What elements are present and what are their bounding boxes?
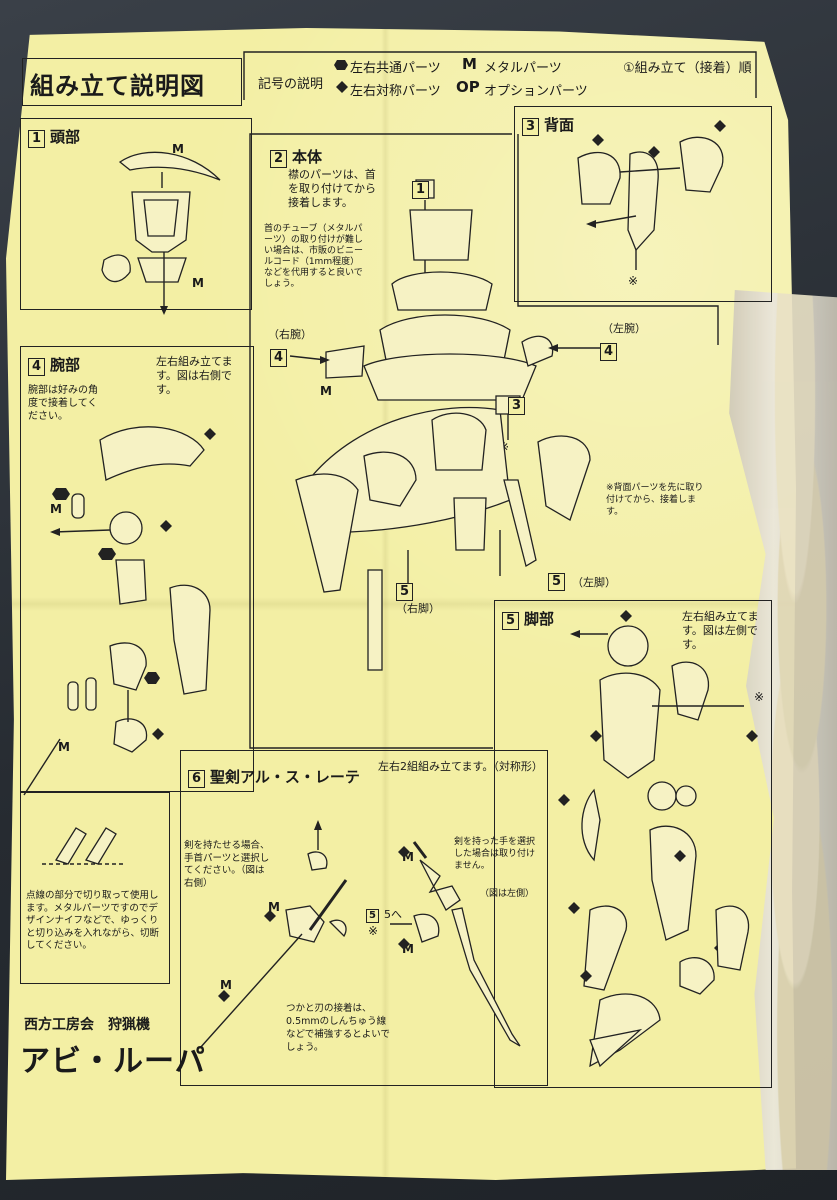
asterisk-mark: ※: [368, 924, 379, 938]
metal-mark: M: [268, 900, 280, 914]
sword-diagram: [199, 820, 521, 1049]
step-4-tag-left: 4: [600, 340, 622, 361]
product-name: アビ・ルーパ: [20, 1044, 206, 1079]
back-first-note: ※背面パーツを先に取り付けてから、接着します。: [606, 483, 704, 517]
section-arm-frame: [20, 346, 254, 792]
arm-both-note: 左右組み立てます。図は右側です。: [156, 355, 233, 396]
step-4-tag-right: 4: [270, 346, 292, 367]
legend-option: オプションパーツ: [484, 84, 588, 99]
arm-callout-line: [23, 738, 61, 796]
step-3-tag: 3: [508, 394, 530, 415]
leg-both-note: 左右組み立てます。図は左側です。: [682, 610, 759, 651]
back-diagram: [577, 120, 726, 270]
body-frame: [249, 133, 719, 749]
metal-mark: M: [58, 740, 70, 754]
legend-option-mark: OP: [456, 78, 480, 96]
metal-mark: M: [402, 850, 414, 864]
right-arm-label: （右腕）: [268, 328, 312, 341]
step-5-tag-right: 5: [396, 580, 418, 601]
sword-pairs-note: 左右2組組み立てます。（対称形）: [378, 760, 543, 773]
metal-mark: M: [220, 978, 232, 992]
metal-mark: M: [402, 942, 414, 956]
legend-metal: メタルパーツ: [484, 61, 562, 76]
arm-angle-note: 腕部は好みの角度で接着してください。: [28, 385, 98, 422]
asterisk-mark: ※: [754, 690, 765, 704]
body-neck-note: 首のチューブ（メタルパーツ）の取り付けが難しい場合は、市販のビニールコード（1m…: [264, 224, 364, 289]
sword-left-note: （図は左側）: [480, 889, 535, 899]
arm-diagram: [50, 426, 216, 753]
page-title: 組み立て説明図: [30, 72, 205, 100]
sword-joint-note: つかと刃の接着は、0.5mmのしんちゅう線などで補強するとよいでしょう。: [286, 1003, 391, 1053]
hexagon-icon: [334, 60, 348, 70]
head-diagram: [101, 151, 221, 315]
legend-common: 左右共通パーツ: [350, 61, 441, 76]
arm-cut-frame: [20, 792, 170, 984]
diamond-icon: [336, 81, 348, 93]
asterisk-mark: ※: [628, 274, 639, 288]
metal-mark: M: [192, 276, 204, 290]
legend-metal-mark: M: [462, 55, 477, 73]
body-collar-note: 襟のパーツは、首を取り付けてから接着します。: [288, 168, 376, 209]
sword-hand-note: 剣を持った手を選択した場合は取り付けません。: [454, 837, 536, 871]
maker-label: 西方工房会 狩猟機: [24, 1017, 150, 1033]
metal-mark: M: [172, 142, 184, 156]
step-5-tag-left: 5: [548, 570, 570, 591]
section-back-frame: [514, 106, 772, 302]
section-sword-frame: [180, 750, 548, 1086]
legend-symmetric: 左右対称パーツ: [350, 84, 441, 99]
sword-choose-note: 剣を持たせる場合、手首パーツと選択してください。（図は右側）: [184, 840, 270, 889]
right-leg-label: （右脚）: [396, 602, 440, 615]
arm-cut-note: 点線の部分で切り取って使用します。メタルパーツですのでデザインナイフなどで、ゆっ…: [26, 890, 160, 951]
body-diagram: [289, 179, 602, 671]
section-leg-frame: [494, 600, 772, 1088]
metal-mark: M: [50, 502, 62, 516]
left-arm-label: （左腕）: [602, 322, 646, 335]
legend-frame: [243, 51, 757, 100]
legend-label: 記号の説明: [258, 77, 324, 92]
left-leg-label: （左脚）: [572, 576, 616, 589]
title-frame: [22, 58, 242, 106]
metal-mark: M: [320, 384, 332, 398]
section-head-frame: [20, 118, 252, 310]
step-1-tag: 1: [412, 178, 434, 199]
cut-diagram: [42, 827, 126, 865]
legend-order: ①組み立て（接着）順: [623, 61, 752, 76]
leg-diagram: [558, 610, 758, 1068]
